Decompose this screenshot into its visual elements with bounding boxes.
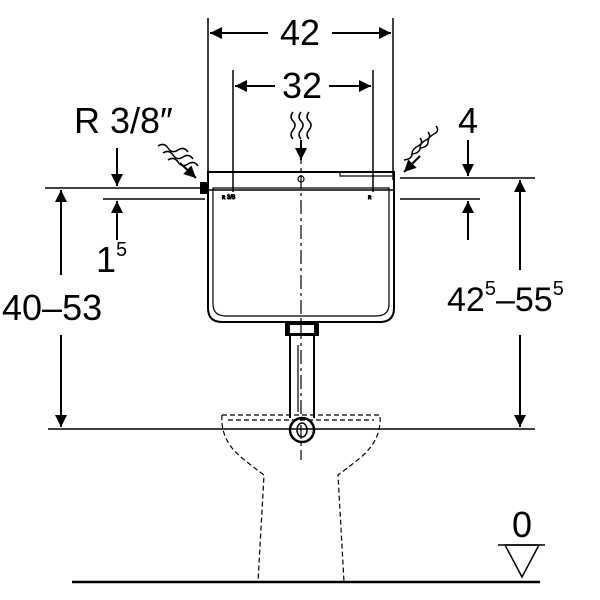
total-height-label: 425–555 <box>447 278 564 319</box>
svg-text:ʀ: ʀ <box>368 195 372 201</box>
inlet-spacing-dimension: 32 <box>235 65 371 106</box>
lid-offset-dimension: 4 <box>400 100 535 240</box>
water-inlet-label: R 3/8″ <box>74 100 173 141</box>
svg-text:ʀ 3/8: ʀ 3/8 <box>222 195 236 201</box>
inlet-offset-label: 15 <box>96 239 127 280</box>
inlet-offset-dimension: 15 <box>45 148 205 280</box>
lid-offset-label: 4 <box>458 100 478 141</box>
cistern: ʀ 3/8 ʀ <box>200 171 395 323</box>
floor-level-label: 0 <box>512 504 532 545</box>
overall-width-dimension: 42 <box>210 12 391 53</box>
inlet-spacing-label: 32 <box>282 65 322 106</box>
installation-height-dimension: 40–53 <box>2 190 102 427</box>
toilet-bowl <box>221 414 381 583</box>
installation-height-label: 40–53 <box>2 287 102 328</box>
total-height-dimension: 425–555 <box>447 180 564 427</box>
flush-pipe <box>285 322 319 444</box>
right-water-inlet-arrow <box>403 125 439 173</box>
overall-width-label: 42 <box>280 12 320 53</box>
floor-level-marker: 0 <box>498 504 545 579</box>
left-water-inlet-arrow <box>157 143 199 179</box>
